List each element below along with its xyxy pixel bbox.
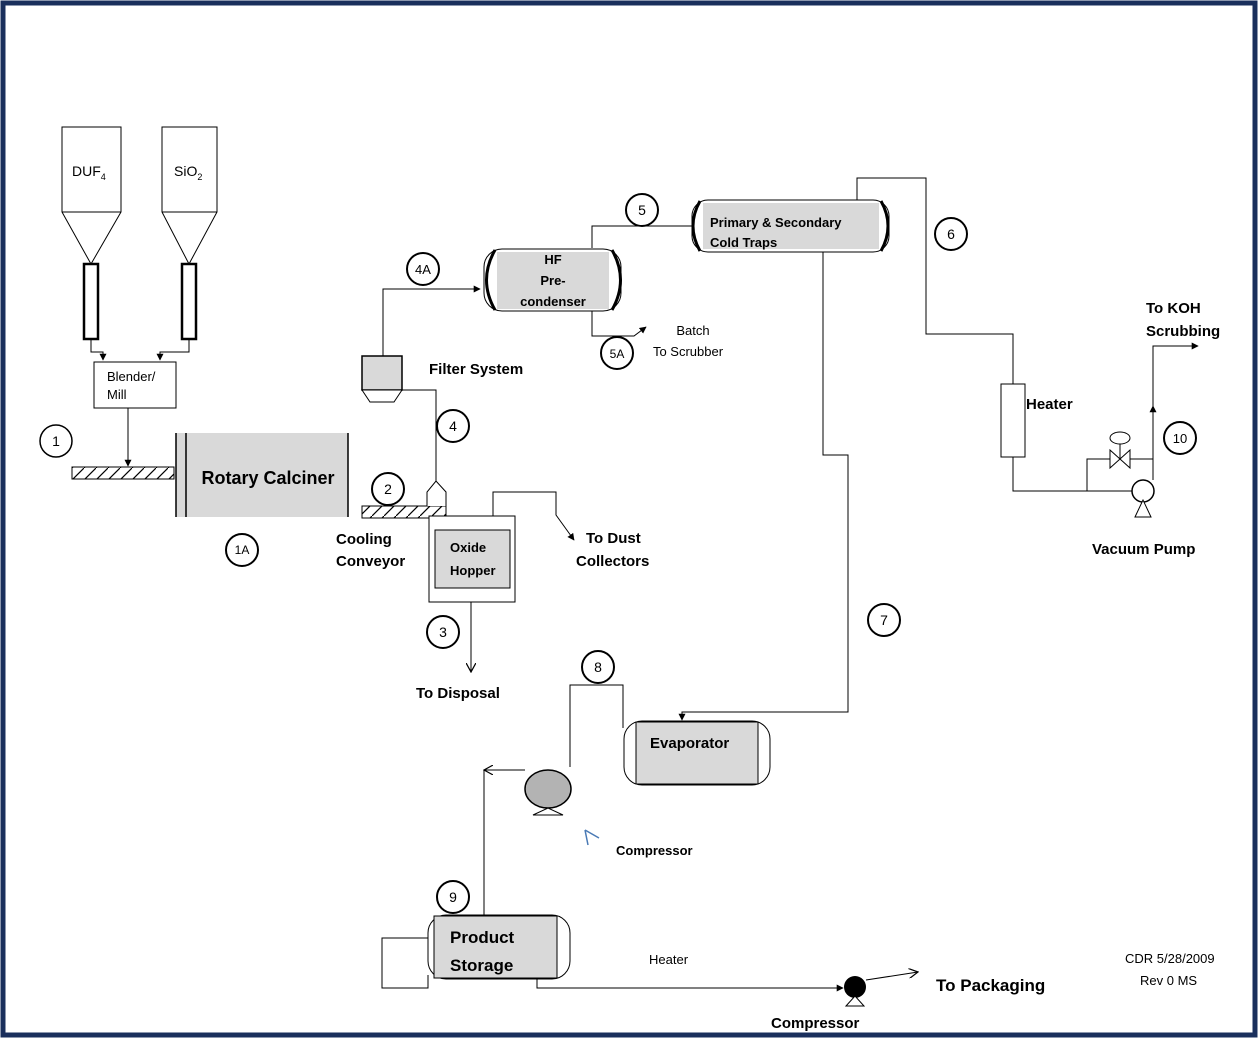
evaporator: Evaporator xyxy=(623,720,771,786)
svg-text:4A: 4A xyxy=(415,262,431,277)
hf-label-2: Pre- xyxy=(540,273,565,288)
svg-text:8: 8 xyxy=(594,659,602,675)
dust-collectors-label-1: To Dust xyxy=(586,530,641,547)
duf4-hopper: DUF4 xyxy=(61,126,122,341)
filter-return-line xyxy=(402,389,437,408)
evaporator-label: Evaporator xyxy=(650,735,729,752)
heater-upper-label: Heater xyxy=(1026,396,1073,413)
rotary-calciner-label: Rotary Calciner xyxy=(201,468,334,488)
oxide-hopper-label-1: Oxide xyxy=(450,540,486,555)
stream-6-marker: 6 xyxy=(934,217,968,251)
conveyor-vent-hood xyxy=(426,480,447,506)
cooling-conveyor xyxy=(361,505,447,519)
scrubber-label-2: To Scrubber xyxy=(653,344,724,359)
koh-label-2: Scrubbing xyxy=(1146,323,1220,340)
heater-to-pump-line xyxy=(1012,457,1132,492)
packaging-line xyxy=(536,979,844,992)
compressor-mid xyxy=(524,769,572,816)
sio2-feed-line xyxy=(156,339,190,361)
disposal-label: To Disposal xyxy=(416,685,500,702)
oxide-hopper-label-2: Hopper xyxy=(450,563,496,578)
stream-10-marker: 10 xyxy=(1163,421,1197,455)
stream-7-marker: 7 xyxy=(867,603,901,637)
bypass-valve xyxy=(1109,431,1131,470)
footer-line-2: Rev 0 MS xyxy=(1140,973,1197,988)
rotary-calciner: Rotary Calciner xyxy=(175,433,349,517)
product-storage-label-1: Product xyxy=(450,928,515,947)
duf4-label: DUF4 xyxy=(72,163,106,182)
koh-label-1: To KOH xyxy=(1146,300,1201,317)
stream-7-line xyxy=(678,252,849,721)
stream-5a-line xyxy=(591,311,647,337)
storage-recirculation-line xyxy=(381,937,429,989)
scrubber-label-1: Batch xyxy=(676,323,709,338)
product-storage: Product Storage xyxy=(427,914,571,980)
sio2-hopper: SiO2 xyxy=(161,126,218,341)
bypass-line xyxy=(1086,458,1110,491)
packaging-label: To Packaging xyxy=(936,976,1045,995)
koh-line xyxy=(1152,342,1199,406)
vacuum-pump xyxy=(1131,479,1155,518)
dust-collector-line xyxy=(492,491,575,541)
hf-precondenser: HF Pre- condenser xyxy=(483,248,622,312)
stream-4a-line xyxy=(382,285,481,356)
cooling-conveyor-label-2: Conveyor xyxy=(336,553,405,570)
feed-screw-conveyor xyxy=(71,466,175,480)
stream-5a-marker: 5A xyxy=(600,336,634,370)
svg-text:6: 6 xyxy=(947,226,955,242)
hf-label-1: HF xyxy=(544,252,561,267)
svg-text:3: 3 xyxy=(439,624,447,640)
filter-system-label: Filter System xyxy=(429,361,523,378)
sio2-label: SiO2 xyxy=(174,163,202,182)
dust-collectors-label-2: Collectors xyxy=(576,553,649,570)
heater-lower-label: Heater xyxy=(649,952,689,967)
vacuum-pump-label: Vacuum Pump xyxy=(1092,541,1195,558)
duf4-feed-line xyxy=(90,339,107,361)
pointer-arrow-icon xyxy=(584,829,600,846)
cold-traps-label-2: Cold Traps xyxy=(710,235,777,250)
svg-text:10: 10 xyxy=(1173,431,1187,446)
stream-1-marker: 1 xyxy=(39,424,73,458)
stream-5-line xyxy=(591,225,694,248)
hf-label-3: condenser xyxy=(520,294,586,309)
to-packaging-arrow xyxy=(865,972,918,981)
svg-text:5: 5 xyxy=(638,202,646,218)
oxide-hopper: Oxide Hopper xyxy=(428,515,516,603)
stream-5-marker: 5 xyxy=(625,193,659,227)
svg-text:4: 4 xyxy=(449,418,457,434)
svg-text:7: 7 xyxy=(880,612,888,628)
stream-4a-marker: 4A xyxy=(406,252,440,286)
svg-text:1: 1 xyxy=(52,433,60,449)
product-storage-label-2: Storage xyxy=(450,956,513,975)
svg-text:1A: 1A xyxy=(235,543,250,557)
blender-label-1: Blender/ xyxy=(107,369,156,384)
stream-1a-marker: 1A xyxy=(225,533,259,567)
stream-8-line xyxy=(569,684,624,767)
heater-upper xyxy=(1000,383,1026,458)
svg-text:9: 9 xyxy=(449,889,457,905)
filter-system: Filter System xyxy=(361,355,523,403)
footer-line-1: CDR 5/28/2009 xyxy=(1125,951,1215,966)
compressor-mid-label: Compressor xyxy=(616,843,693,858)
cooling-conveyor-label-1: Cooling xyxy=(336,531,392,548)
stream-6-line xyxy=(856,177,1014,384)
stream-2-marker: 2 xyxy=(371,472,405,506)
stream-4-marker: 4 xyxy=(436,409,470,443)
stream-3-marker: 3 xyxy=(426,615,460,649)
blender-label-2: Mill xyxy=(107,387,127,402)
svg-text:5A: 5A xyxy=(610,347,625,361)
cold-traps: Primary & Secondary Cold Traps xyxy=(691,199,890,253)
blender-mill: Blender/ Mill xyxy=(93,361,177,409)
stream-8-marker: 8 xyxy=(581,650,615,684)
svg-text:2: 2 xyxy=(384,481,392,497)
cold-traps-label-1: Primary & Secondary xyxy=(710,215,842,230)
compressor-bottom-label: Compressor xyxy=(771,1015,860,1032)
stream-9-marker: 9 xyxy=(436,880,470,914)
compressor-bottom xyxy=(844,976,866,1007)
